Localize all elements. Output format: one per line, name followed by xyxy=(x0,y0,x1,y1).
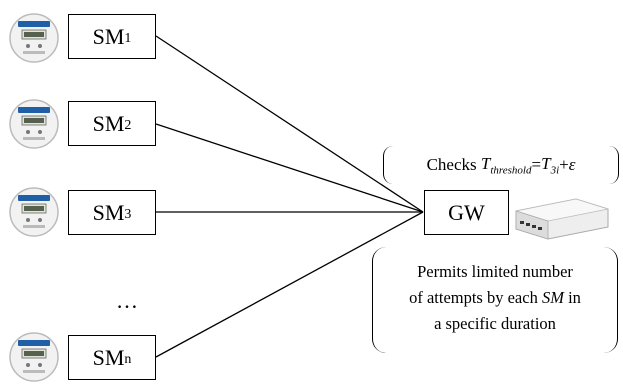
checks-note: Checks Tthreshold = T3i + ε xyxy=(383,146,619,184)
ellipsis: … xyxy=(116,288,139,313)
permits-line-2: of attempts by each SM in xyxy=(409,288,581,307)
line-sm2-gw xyxy=(155,123,424,213)
checks-prefix: Checks xyxy=(426,155,477,174)
sm-subscript: 2 xyxy=(124,117,132,133)
equals-sign: = xyxy=(531,155,542,174)
sm-label: SM xyxy=(92,23,125,49)
sm-subscript: 1 xyxy=(124,30,132,46)
sm-subscript: n xyxy=(124,351,132,367)
epsilon-symbol: ε xyxy=(568,155,576,174)
t-3i: T3i xyxy=(541,153,560,177)
permits-line-3: a specific duration xyxy=(434,314,556,333)
t-threshold: Tthreshold xyxy=(480,153,532,177)
sm-label: SM xyxy=(92,199,125,225)
sm-subscript: 3 xyxy=(124,206,132,222)
line-smn-gw xyxy=(155,211,424,358)
permits-line-1: Permits limited number xyxy=(417,262,573,281)
smart-meter-icon xyxy=(9,99,59,149)
router-icon xyxy=(515,198,609,240)
smart-meter-icon xyxy=(9,332,59,382)
permits-note: Permits limited number of attempts by ea… xyxy=(372,259,618,337)
smart-meter-icon xyxy=(9,13,59,63)
plus-sign: + xyxy=(559,155,569,174)
checks-bracket xyxy=(383,146,619,184)
gateway-label: GW xyxy=(448,199,485,225)
smart-meter-icon xyxy=(9,187,59,237)
permits-bracket xyxy=(372,247,618,353)
sm-label: SM xyxy=(92,110,125,136)
line-sm1-gw xyxy=(155,35,424,213)
gateway-box: GW xyxy=(424,190,509,235)
sm-label: SM xyxy=(92,344,125,370)
